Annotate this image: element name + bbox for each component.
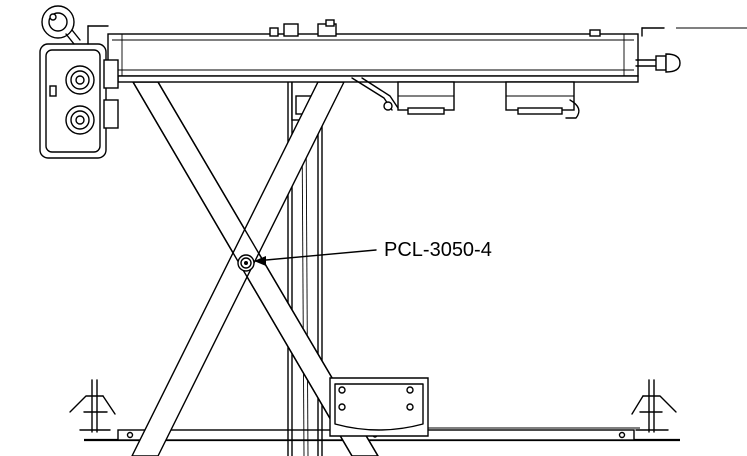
motor-housing-left <box>397 81 455 115</box>
callout-pivot-bolt: PCL-3050-4 <box>254 239 492 266</box>
motor-housing-right <box>505 81 575 115</box>
scissor-arms <box>131 81 379 456</box>
right-end-knob <box>635 27 681 73</box>
lower-bracket-box <box>329 377 640 437</box>
left-mounting-bracket <box>69 379 116 433</box>
top-platform <box>107 19 639 83</box>
linkage-arm <box>351 77 580 119</box>
pivot-bolt <box>237 254 255 272</box>
callout-label: PCL-3050-4 <box>384 239 492 261</box>
hand-crank <box>41 5 109 45</box>
right-mounting-bracket <box>631 379 677 433</box>
control-box <box>39 43 119 159</box>
